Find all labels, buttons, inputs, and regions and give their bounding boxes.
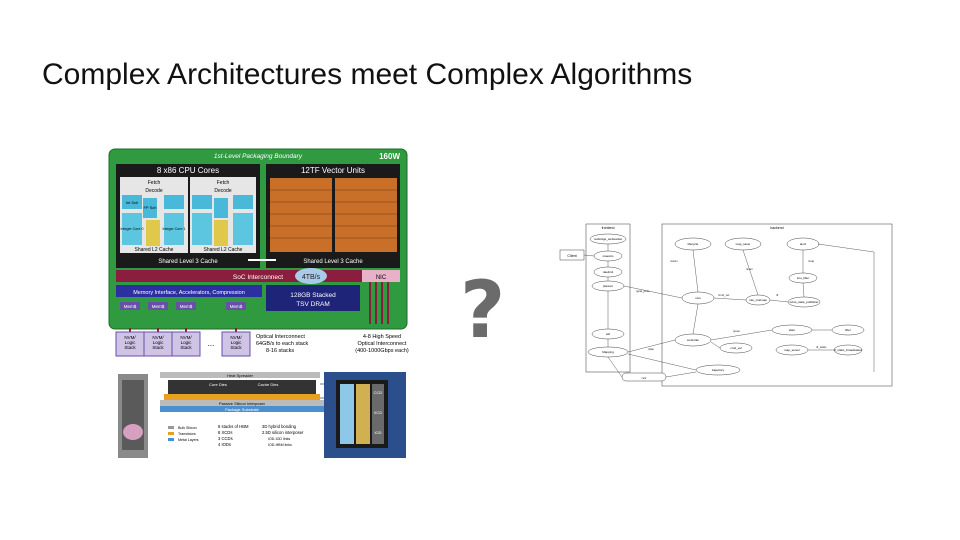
die-iod: IOD: [374, 430, 381, 435]
node-lifecycle: lifecycle: [688, 242, 699, 246]
edge-goal-pose: /goal_pose: [636, 289, 650, 293]
node-planner: planner: [603, 284, 613, 288]
integer-core-0-label: Integer Core 0: [121, 227, 144, 231]
die-xcd: XCD: [374, 410, 383, 415]
edge-plan: /plan: [648, 347, 655, 351]
power-label: 160W: [379, 152, 400, 161]
shared-l2-label: Shared L2 Cache: [135, 247, 174, 253]
node-map-saver: map_saver: [736, 242, 751, 246]
int-sch-label: Int Sch: [126, 200, 138, 205]
node-nav-costmap: nav_costmap: [749, 298, 767, 302]
shared-l2-label-2: Shared L2 Cache: [204, 247, 243, 253]
node-ekf: ekf: [606, 332, 610, 336]
optical-right-0: 4-8 High Speed: [363, 334, 401, 340]
node-rosbridge: rosbridge_websocket: [594, 237, 623, 241]
col-header-frontend: frontend: [602, 226, 615, 230]
decode-label-2: Decode: [214, 188, 231, 194]
dram-line1: 128GB Stacked: [290, 292, 336, 299]
edge-tf-static: /tf_static: [816, 345, 827, 349]
legend-transistors: Transistors: [178, 432, 196, 436]
optical-left-0: Optical Interconnect: [256, 334, 305, 340]
bullet-left-2: 3 CCDs: [218, 436, 233, 441]
die-ccd: CCD: [374, 390, 383, 395]
soc-interconnect-label: SoC Interconnect: [233, 274, 283, 281]
node-mapping: Mapping: [602, 350, 614, 354]
node-imu-filter: imu_filter: [797, 276, 809, 280]
nic-label: NIC: [376, 275, 387, 281]
bullet-left-0: 8 stacks of HBM: [218, 424, 249, 429]
node-tf-static: tf_static_broadcaster: [834, 348, 862, 352]
bandwidth-label: 4TB/s: [302, 274, 321, 281]
optical-right-1: Optical Interconnect: [358, 341, 407, 347]
node-filter: filter: [845, 328, 851, 332]
question-mark: ?: [460, 266, 506, 356]
node-controller: controller: [687, 338, 699, 342]
node-slam: slam: [789, 328, 796, 332]
legend-bulk: Bulk Silicon: [178, 426, 197, 430]
cpu-title: 8 x86 CPU Cores: [157, 166, 219, 175]
node-rviz: rviz: [642, 376, 647, 380]
heat-spreader-label: Heat Spreader: [227, 373, 254, 378]
bullet-left-1: 8 XCDs: [218, 430, 232, 435]
node-amcl: amcl: [800, 242, 807, 246]
node-maestro: maestro: [603, 254, 614, 258]
interposer-label: Passive Silicon Interposer: [219, 401, 266, 406]
node-ratelimit: ratelimit: [603, 270, 614, 274]
computation-graph: frontend backend Client rosbridge_websoc…: [559, 223, 893, 387]
node-robot-state: robot_state_publisher: [790, 300, 819, 304]
mem-label-3: Mem$: [230, 304, 243, 309]
optical-left-2: 8-16 stacks: [266, 348, 294, 354]
mem-label-1: Mem$: [152, 304, 165, 309]
bullet-right-2: IOD-IOD links: [268, 437, 290, 441]
edge-cmd-vel: /cmd_vel: [718, 293, 730, 297]
decode-label: Decode: [145, 188, 162, 194]
stack-ellipsis: ...: [208, 339, 215, 348]
optical-right-2: (400-1000Gbps each): [355, 348, 409, 354]
bullet-right-1: 2.5D silicon interposer: [262, 430, 304, 435]
bullet-left-3: 4 IODs: [218, 442, 231, 447]
memory-interface-label: Memory Interface, Accelerators, Compress…: [133, 290, 245, 296]
node-client: Client: [567, 254, 576, 258]
vector-title: 12TF Vector Units: [301, 166, 365, 175]
core-dies-label: Core Dies: [209, 382, 227, 387]
architecture-diagram: 1st-Level Packaging Boundary 160W 8 x86 …: [108, 148, 408, 330]
dram-line2: TSV DRAM: [296, 301, 330, 308]
optical-left-1: 64GB/s to each stack: [256, 341, 309, 347]
package-cross-section: Heat Spreader Core Dies Cache Dies Passi…: [118, 372, 406, 458]
slide-title: Complex Architectures meet Complex Algor…: [42, 58, 693, 91]
packaging-boundary-label: 1st-Level Packaging Boundary: [214, 153, 303, 160]
fp-sch-label: FP Sch: [143, 205, 156, 210]
fetch-label-2: Fetch: [217, 180, 230, 186]
node-mux: mux: [695, 296, 701, 300]
edge-scan: /scan: [746, 267, 753, 271]
edge-map: /map: [808, 259, 815, 263]
node-trajectory: trajectory: [712, 368, 725, 372]
col-header-backend: backend: [770, 226, 783, 230]
node-map-server: map_server: [784, 348, 800, 352]
mem-label-2: Mem$: [180, 304, 193, 309]
bullet-right-0: 3D hybrid bonding: [262, 424, 297, 429]
cache-dies-label: Cache Dies: [258, 382, 279, 387]
mem-label-0: Mem$: [124, 304, 137, 309]
bullet-right-3: IOD-HBM links: [268, 443, 292, 447]
fetch-label: Fetch: [148, 180, 161, 186]
edge-odom: /odom: [670, 259, 678, 263]
integer-core-1-label: Integer Core 1: [163, 227, 186, 231]
substrate-label: Package Substrate: [225, 407, 260, 412]
legend-metal: Metal Layers: [178, 438, 199, 442]
shared-l3-right-label: Shared Level 3 Cache: [303, 259, 363, 265]
shared-l3-left-label: Shared Level 3 Cache: [158, 259, 218, 265]
node-cmd-vel: cmd_vel: [730, 346, 742, 350]
edge-pose: /pose: [733, 329, 740, 333]
edge-tf: /tf: [776, 293, 779, 297]
